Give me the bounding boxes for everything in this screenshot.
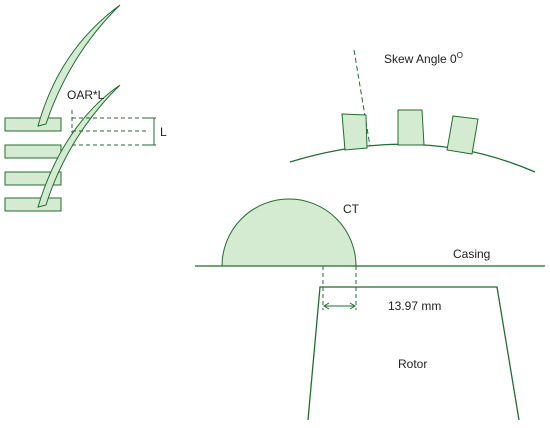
oar-dimension [71, 110, 156, 146]
skew-angle-degree: O [457, 51, 463, 60]
tip-rib-1 [4, 117, 62, 132]
gap-arrowhead-left [323, 302, 330, 310]
gap-dimension [322, 266, 357, 310]
skew-rib-3 [446, 115, 479, 155]
oar-label: OAR*L [67, 88, 105, 102]
skew-group [289, 49, 536, 173]
l-label: L [160, 125, 167, 139]
rotor-outline [307, 286, 520, 421]
rotor-label: Rotor [398, 357, 427, 371]
blade-profile-1 [37, 4, 121, 127]
blade-profiles [37, 4, 121, 208]
casing-treatment-semicircle [221, 198, 357, 267]
skew-axis-line [353, 49, 371, 147]
casing-label: Casing [453, 247, 490, 261]
tip-rib-2 [4, 144, 62, 159]
tip-rib-4 [4, 197, 62, 212]
tip-ribs-group [4, 117, 62, 212]
skew-angle-label: Skew Angle 0O [384, 51, 463, 66]
ct-label: CT [343, 202, 360, 216]
blade-profile-2 [37, 84, 121, 208]
gap-arrowhead-right [349, 302, 356, 310]
skew-rib-1 [341, 113, 368, 151]
skew-rib-2 [397, 109, 425, 146]
casing-arc [289, 143, 536, 173]
gap-label: 13.97 mm [388, 299, 441, 313]
skew-angle-text: Skew Angle 0 [384, 52, 457, 66]
